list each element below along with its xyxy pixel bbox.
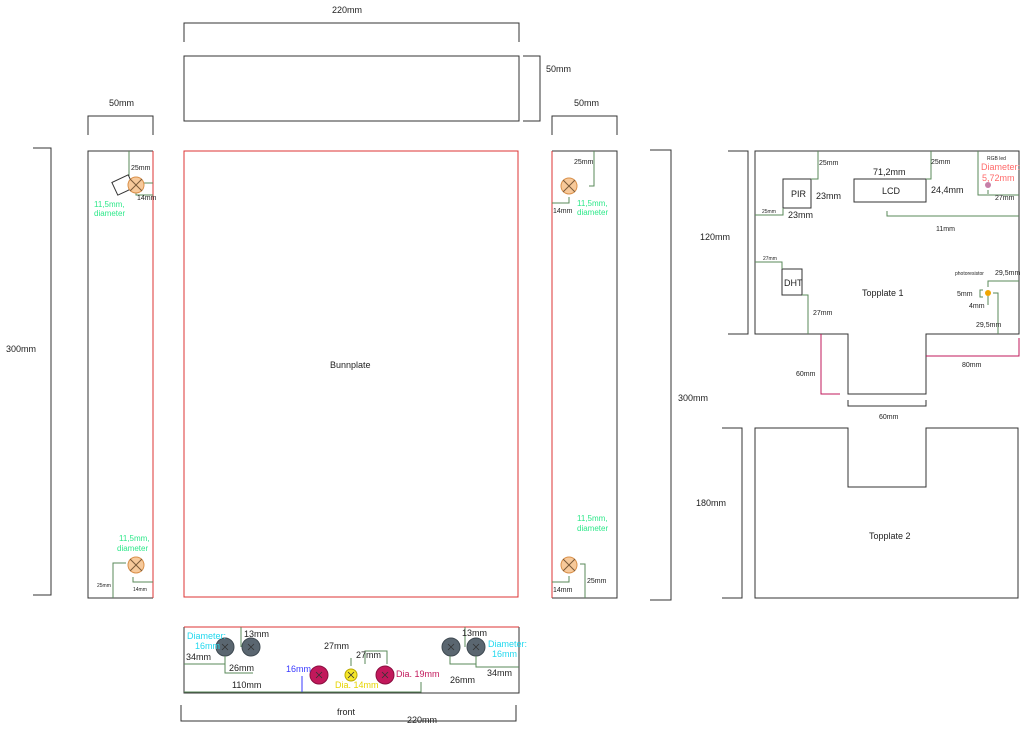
label: 26mm (229, 663, 254, 673)
front-label: front (337, 707, 356, 717)
label: 5,72mm (982, 173, 1015, 183)
label: diameter (117, 544, 148, 553)
label: 13mm (462, 628, 487, 638)
label: 29,5mm (976, 322, 1001, 329)
label: 23mm (788, 210, 813, 220)
top-height-label: 50mm (546, 64, 571, 74)
label: Dia. 19mm (396, 669, 440, 679)
pir-label: PIR (791, 189, 807, 199)
label: 14mm (133, 587, 147, 593)
bunnplate-label: Bunnplate (330, 360, 371, 370)
front-panel: 13mm Diameter: 16mm 34mm 26mm 27mm 27mm … (180, 626, 527, 725)
label: 220mm (407, 715, 437, 725)
label: 27mm (356, 650, 381, 660)
label: 50mm (574, 98, 599, 108)
label: 25mm (931, 159, 951, 166)
label: Diameter: (981, 162, 1020, 172)
label: 25mm (131, 165, 151, 172)
label: 25mm (587, 578, 607, 585)
label: 71,2mm (873, 167, 906, 177)
label: Diameter: (187, 631, 226, 641)
label: 11,5mm, (577, 199, 608, 208)
label: 60mm (879, 414, 899, 421)
label: photoresistor (955, 271, 984, 277)
label: 14mm (553, 587, 573, 594)
label: RGB led (987, 156, 1006, 162)
label: 110mm (232, 680, 261, 690)
topplate-2: 180mm Topplate 2 (696, 427, 1019, 599)
label: 16mm (286, 664, 311, 674)
label: 24,4mm (931, 185, 964, 195)
label: 11,5mm, (577, 514, 608, 523)
lcd-label: LCD (882, 186, 901, 196)
topplate-2-label: Topplate 2 (869, 531, 911, 541)
topplate-1-label: Topplate 1 (862, 288, 904, 298)
label: Diameter: (488, 639, 527, 649)
right-side-panel: 50mm 300mm 25mm 14mm 11,5mm, diameter 11… (551, 98, 708, 601)
label: 27mm (324, 641, 349, 651)
label: 5mm (957, 291, 973, 298)
label: 300mm (678, 393, 708, 403)
label: 34mm (487, 668, 512, 678)
topplate-1: 120mm Topplate 1 PIR 25mm 25mm 23mm 23mm… (700, 150, 1020, 421)
top-panel: 220mm 50mm (183, 5, 571, 122)
label: diameter (577, 208, 608, 217)
label: 25mm (97, 583, 111, 589)
label: 27mm (763, 256, 777, 262)
label: 4mm (969, 303, 985, 310)
label: 11mm (936, 226, 955, 233)
label: 16mm (195, 641, 220, 651)
label: 25mm (819, 160, 839, 167)
label: 25mm (574, 159, 594, 166)
left-side-panel: 50mm 300mm 25mm 14mm 11,5mm, diameter 11… (6, 98, 157, 599)
label: diameter (577, 524, 608, 533)
top-width-label: 220mm (332, 5, 362, 15)
label: 60mm (796, 371, 816, 378)
label: 27mm (995, 195, 1015, 202)
rgb-led-icon (985, 182, 991, 188)
label: 23mm (816, 191, 841, 201)
label: 27mm (813, 310, 833, 317)
label: 34mm (186, 652, 211, 662)
left-height-label: 300mm (6, 344, 36, 354)
label: 180mm (696, 498, 726, 508)
label: diameter (94, 209, 125, 218)
photoresistor-icon (985, 290, 991, 296)
label: 11,5mm, (94, 200, 125, 209)
label: 80mm (962, 362, 982, 369)
label: 29,5mm (995, 270, 1020, 277)
label: 26mm (450, 675, 475, 685)
dht-label: DHT (784, 278, 803, 288)
label: 16mm (492, 649, 517, 659)
label: 25mm (762, 209, 776, 215)
label: 14mm (553, 208, 573, 215)
left-width-label: 50mm (109, 98, 134, 108)
bunnplate (183, 150, 519, 598)
label: 120mm (700, 232, 730, 242)
label: 11,5mm, (119, 534, 150, 543)
label: 13mm (244, 629, 269, 639)
label: Dia. 14mm (335, 680, 379, 690)
label: 14mm (137, 195, 157, 202)
